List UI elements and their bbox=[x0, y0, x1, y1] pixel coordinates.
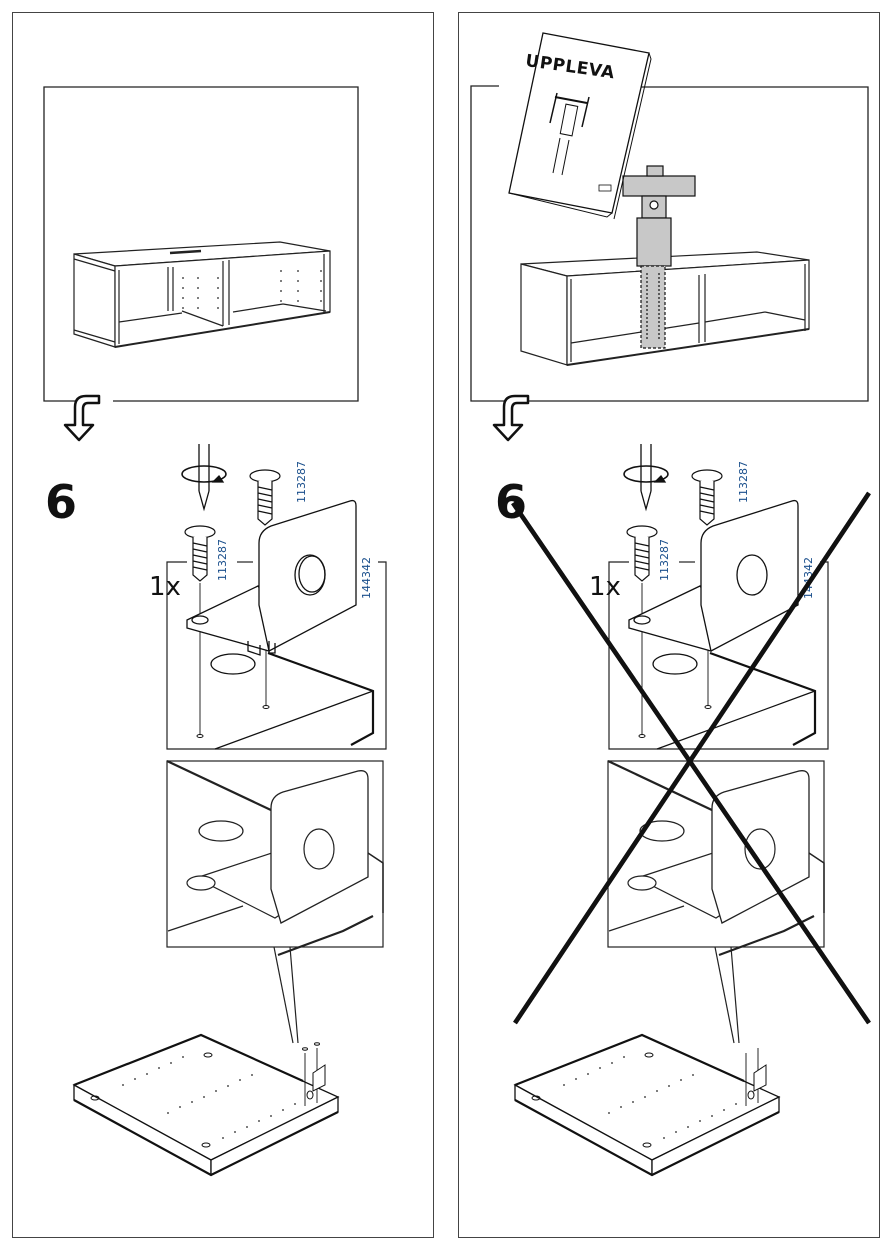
step-number: 6 bbox=[495, 475, 528, 529]
screw-icon-2 bbox=[691, 469, 723, 526]
panel-illustration bbox=[470, 32, 871, 1177]
board-corner bbox=[196, 533, 375, 750]
bracket-icon bbox=[628, 499, 799, 652]
shelf-board-illustration bbox=[72, 1033, 340, 1177]
context-frame bbox=[43, 86, 359, 402]
bent-down-arrow-icon bbox=[492, 394, 530, 442]
bent-down-arrow-icon bbox=[63, 394, 101, 442]
shelf-holes bbox=[563, 1056, 737, 1139]
context-frame bbox=[470, 85, 869, 402]
quantity-label: 1x bbox=[589, 572, 621, 602]
screwdriver-rotate-icon bbox=[181, 444, 227, 512]
shelf-holes bbox=[122, 1056, 296, 1139]
part-number-screw-side: 113287 bbox=[216, 539, 229, 581]
cross-out-icon bbox=[511, 491, 871, 1025]
instruction-panel-incorrect: UPPLEVA 6 1x 113287 113287 144342 bbox=[458, 12, 880, 1238]
step-detail-frame bbox=[166, 561, 387, 750]
screw-icon-1 bbox=[184, 525, 216, 582]
part-number-bracket: 144342 bbox=[802, 557, 815, 599]
part-number-bracket: 144342 bbox=[360, 557, 373, 599]
tv-mount-illustration bbox=[622, 165, 696, 349]
part-number-screw-side: 113287 bbox=[658, 539, 671, 581]
instruction-panel-correct: 6 1x 113287 113287 144342 bbox=[12, 12, 434, 1238]
quantity-label: 1x bbox=[149, 572, 181, 602]
shelf-pin-holes bbox=[182, 270, 322, 309]
uppleva-booklet bbox=[508, 32, 652, 220]
bracket-icon bbox=[186, 499, 357, 656]
panel-illustration bbox=[43, 86, 387, 1177]
step-number: 6 bbox=[45, 475, 78, 529]
screwdriver-rotate-icon bbox=[623, 444, 669, 512]
tv-bench-illustration bbox=[73, 241, 331, 348]
part-number-screw-top: 113287 bbox=[737, 461, 750, 503]
part-number-screw-top: 113287 bbox=[295, 461, 308, 503]
screw-icon-1 bbox=[626, 525, 658, 582]
screw-icon-2 bbox=[249, 469, 281, 526]
shelf-board-illustration bbox=[513, 1033, 781, 1177]
zoom-detail-frame bbox=[166, 760, 384, 1044]
